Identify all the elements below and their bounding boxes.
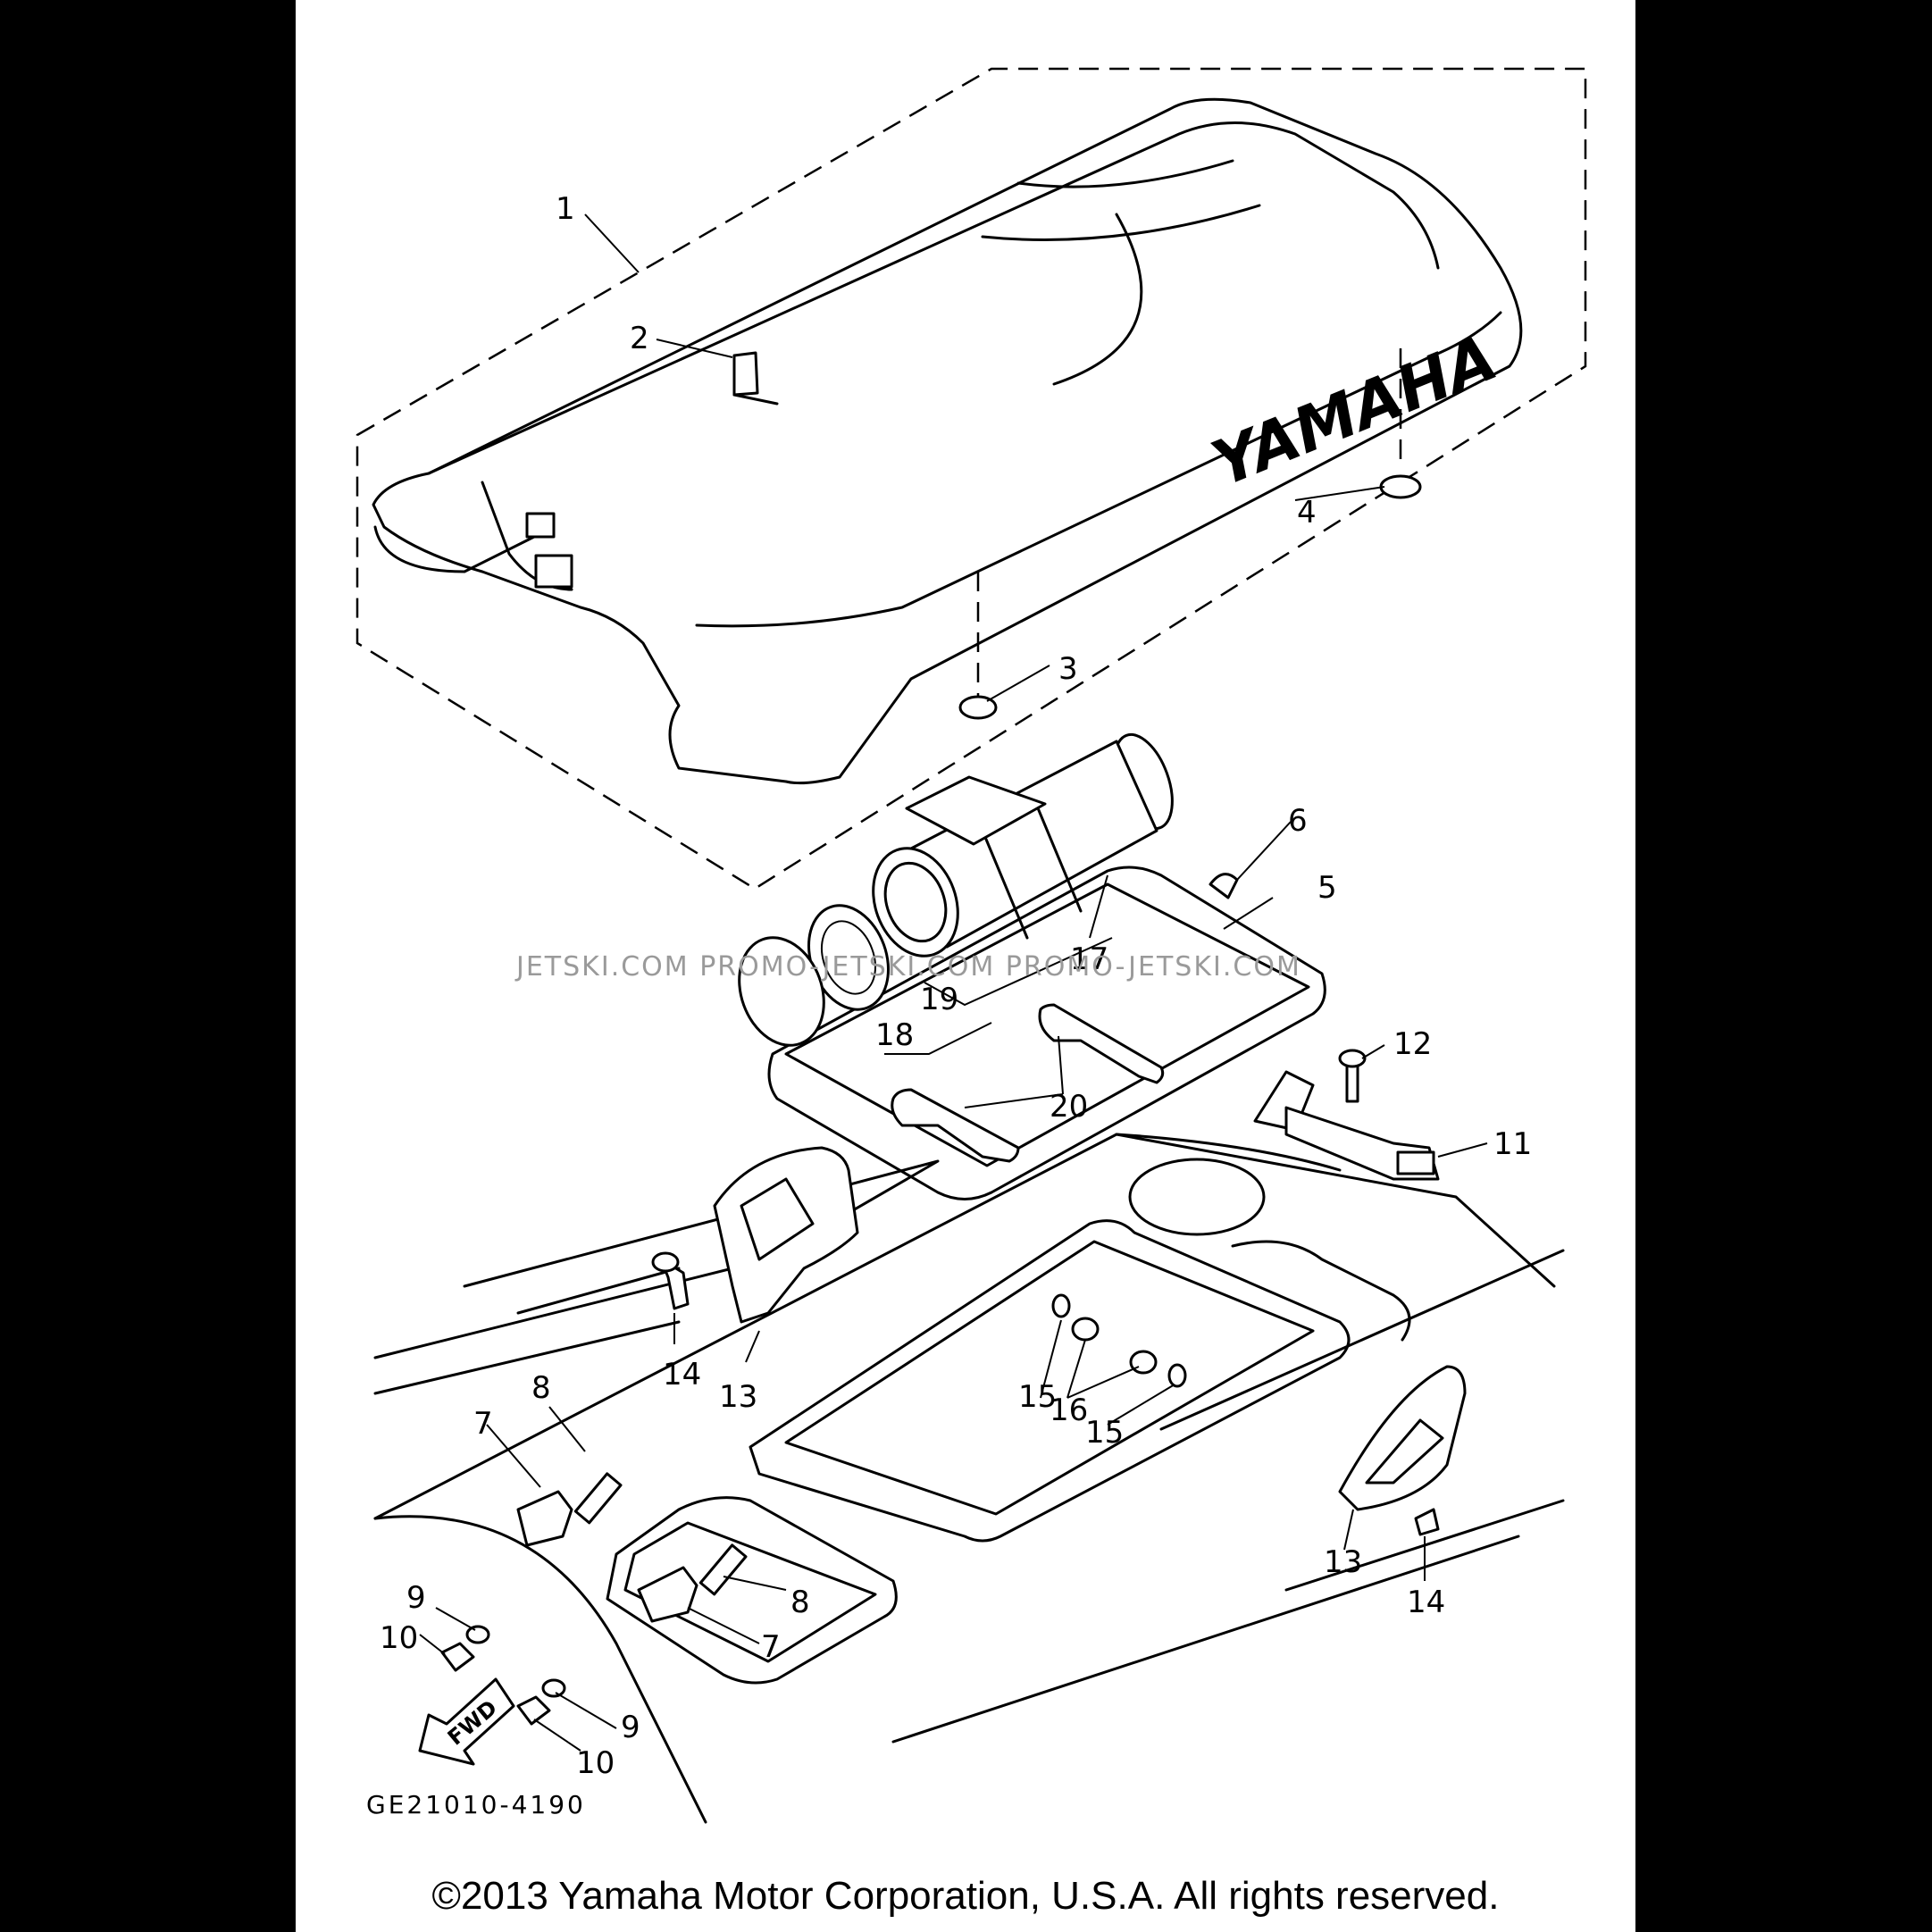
handle-13-left [713,1146,859,1324]
callout-cap-18: 18 [875,1017,914,1053]
watermark-text: JETSKI.COM PROMO-JETSKI.COM PROMO-JETSKI… [514,951,1301,983]
callout-grommet-4: 4 [1297,495,1317,531]
seat [372,97,1523,785]
hardware [440,1251,1440,1726]
callout-washer-9-lower: 9 [621,1710,640,1745]
callout-screw-14-right: 14 [1407,1585,1445,1620]
cap-18 [738,936,825,1047]
callout-nut-10-upper: 10 [380,1620,418,1656]
latch-assembly [1253,1049,1440,1181]
callout-duct-17: 17 [1070,941,1108,977]
callout-nut-10-lower: 10 [576,1745,615,1781]
callout-seat: 1 [556,191,575,227]
callout-grommet-3: 3 [1058,651,1078,687]
hatch-cover [767,866,1326,1200]
callout-washer-15-right: 15 [1085,1415,1124,1451]
callout-bolt-8-upper: 8 [531,1370,551,1406]
callout-handle-13-right: 13 [1324,1544,1362,1580]
callout-washer-15-left: 15 [1018,1379,1057,1415]
callout-bolt-8-lower: 8 [790,1585,810,1620]
callout-bolt-12: 12 [1393,1026,1432,1062]
seat-assembly-outline [355,67,1587,891]
leader-lines [419,213,1488,1752]
callout-gasket-19: 19 [920,982,958,1017]
callout-washer-9-upper: 9 [406,1580,426,1616]
callout-hatch: 5 [1317,870,1337,906]
clip-6 [1209,873,1239,899]
grommet-4 [1379,474,1422,499]
hull-deck [373,1133,1565,1824]
callout-bracket-7-lower: 7 [761,1629,781,1665]
vent-duct [872,732,1174,958]
diagram-reference-code: GE21010-4190 [366,1790,586,1819]
callout-latch-11: 11 [1493,1126,1532,1162]
handle-13-right [1338,1365,1467,1511]
callout-strap: 2 [630,321,649,356]
callout-pad-20: 20 [1050,1089,1088,1125]
forward-arrow: FWD [418,1677,515,1766]
copyright-notice: ©2013 Yamaha Motor Corporation, U.S.A. A… [431,1874,1500,1918]
callout-screw-14-left: 14 [663,1357,701,1393]
callout-nut-16: 16 [1050,1393,1088,1428]
grommet-3 [958,695,998,720]
callout-clip: 6 [1288,803,1308,839]
callout-handle-13-left: 13 [719,1379,757,1415]
callout-bracket-7-upper: 7 [473,1406,493,1442]
